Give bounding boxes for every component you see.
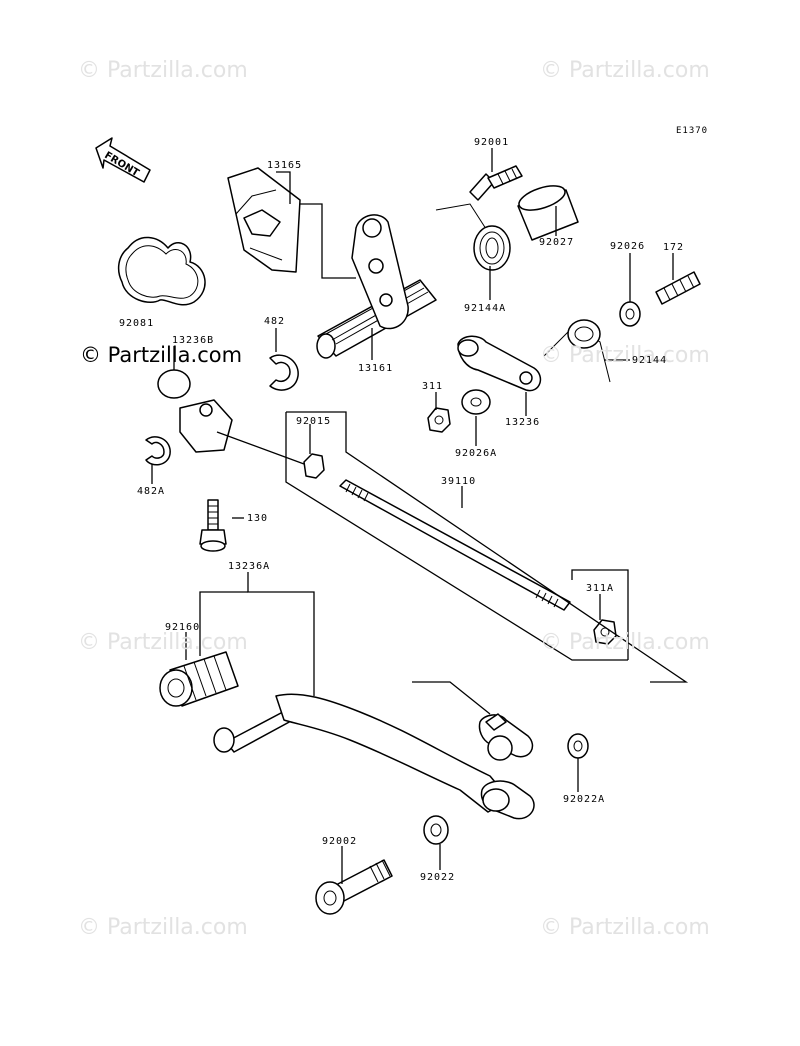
label-13236A: 13236A: [228, 561, 271, 572]
part-13236B-clamp: [157, 369, 233, 453]
label-92160: 92160: [165, 622, 201, 633]
label-92026A: 92026A: [455, 448, 498, 459]
part-92026A-washer: [461, 389, 491, 415]
part-482A-circlip: [145, 436, 171, 466]
label-92001: 92001: [474, 137, 510, 148]
label-92081: 92081: [119, 318, 155, 329]
part-92001-bolt: [469, 165, 523, 201]
watermark-bottom-left: © Partzilla.com: [78, 915, 248, 940]
part-92015-nut: [303, 453, 325, 479]
label-311: 311: [422, 381, 444, 392]
label-482: 482: [264, 316, 286, 327]
label-482A: 482A: [137, 486, 166, 497]
part-39110-rod: [339, 479, 571, 611]
label-13161: 13161: [358, 363, 394, 374]
part-13165-plate: [227, 167, 301, 273]
part-92022-washer: [423, 815, 449, 845]
part-172-pin: [655, 271, 701, 305]
part-130-bolt: [199, 499, 227, 552]
label-92022: 92022: [420, 872, 456, 883]
part-92081-gasket: [117, 236, 206, 306]
part-92160-rubber: [159, 651, 239, 707]
label-92026: 92026: [610, 241, 646, 252]
part-311A-nut: [593, 619, 617, 645]
label-13236: 13236: [505, 417, 541, 428]
part-92144A-spring: [435, 203, 511, 271]
label-311A: 311A: [586, 583, 615, 594]
part-13161-shift-shaft: [316, 214, 437, 359]
watermark-top-right: © Partzilla.com: [540, 58, 710, 83]
part-92026-washer: [619, 301, 641, 327]
part-92022A-washer: [567, 733, 589, 759]
part-92144-spring: [543, 319, 611, 383]
label-13236B: 13236B: [172, 335, 215, 346]
part-92027-collar: [517, 185, 579, 241]
label-92002: 92002: [322, 836, 358, 847]
watermark-mid-right: © Partzilla.com: [540, 343, 710, 368]
watermark-top-left: © Partzilla.com: [78, 58, 248, 83]
watermark-lower-right: © Partzilla.com: [540, 630, 710, 655]
diagram-code: E1370: [676, 126, 709, 136]
part-13236-arm: [457, 335, 542, 392]
watermark-bottom-right: © Partzilla.com: [540, 915, 710, 940]
watermark-mid-left: © Partzilla.com: [80, 343, 243, 367]
label-92144A: 92144A: [464, 303, 507, 314]
label-92022A: 92022A: [563, 794, 606, 805]
part-482-circlip: [269, 354, 299, 391]
front-arrow-icon: [95, 137, 151, 183]
watermark-lower-left: © Partzilla.com: [78, 630, 248, 655]
label-92015: 92015: [296, 416, 332, 427]
label-172: 172: [663, 242, 685, 253]
label-130: 130: [247, 513, 269, 524]
part-311-nut: [427, 407, 451, 433]
label-92144: 92144: [632, 355, 668, 366]
leader-lines: [151, 148, 689, 884]
part-92002-bolt: [315, 859, 393, 915]
part-13236A-pedal: [213, 693, 535, 820]
label-92027: 92027: [539, 237, 575, 248]
label-13165: 13165: [267, 160, 303, 171]
label-39110: 39110: [441, 476, 477, 487]
